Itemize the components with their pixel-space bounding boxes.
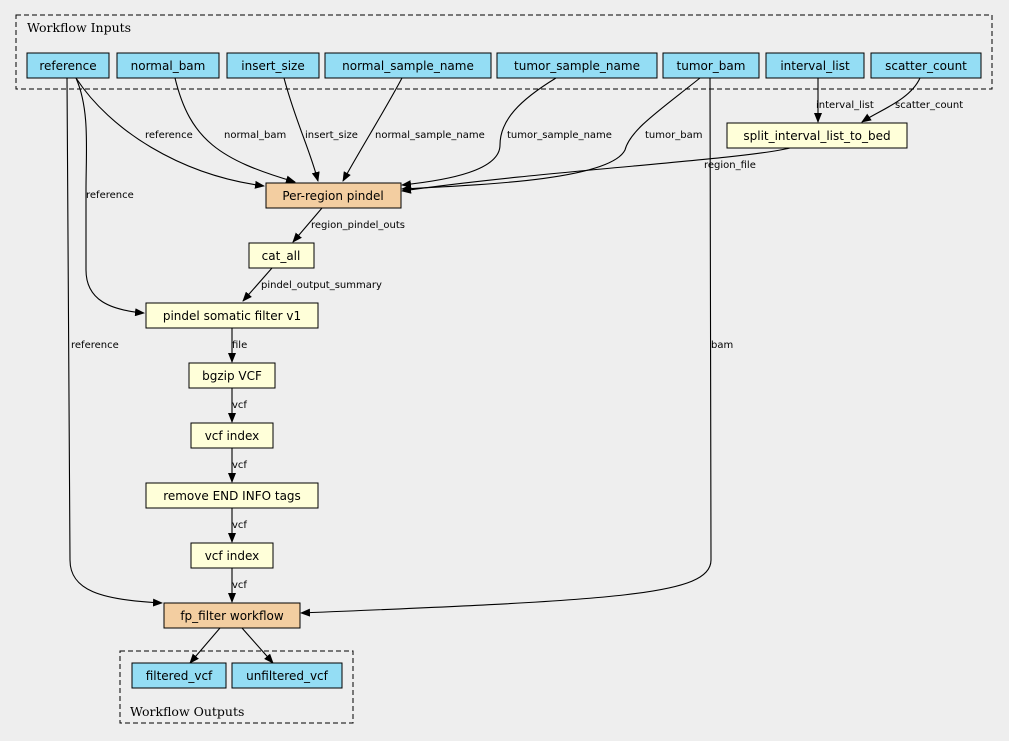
input-tumor-bam-label: tumor_bam [677,59,746,73]
edge-scatter-count-to-split [861,77,921,123]
edge-label-vcf-1: vcf [232,400,247,411]
step-vcf-index-1-label: vcf index [205,429,260,443]
edge-pindel-to-cat-all [292,207,323,243]
edge-cat-all-to-somatic-filter [242,267,273,302]
edge-label-normal-sample-name: normal_sample_name [375,130,485,141]
edge-tumor-sample-name-to-pindel [401,77,557,189]
edge-label-tumor-sample-name: tumor_sample_name [507,130,612,141]
workflow-outputs-title: Workflow Outputs [130,704,244,719]
step-cat-all-label: cat_all [262,249,301,263]
input-reference[interactable]: reference [26,52,110,79]
input-interval-list[interactable]: interval_list [765,52,865,79]
edge-tumor-bam-to-fp-filter [300,77,712,617]
step-fp-filter-workflow[interactable]: fp_filter workflow [163,602,301,629]
edge-label-reference-filter: reference [86,190,134,201]
output-filtered-vcf-label: filtered_vcf [146,669,213,683]
input-insert-size-label: insert_size [241,59,304,73]
workflow-outputs-cluster: Workflow Outputs [119,650,354,724]
input-normal-sample-name-label: normal_sample_name [342,59,474,73]
input-scatter-count[interactable]: scatter_count [870,52,982,79]
step-remove-end-info-tags[interactable]: remove END INFO tags [145,482,319,509]
step-remove-end-label: remove END INFO tags [163,489,301,503]
edge-label-file: file [232,340,247,351]
edge-fp-filter-to-unfiltered-vcf [241,627,274,664]
edge-tumor-bam-to-pindel [401,77,701,193]
edge-insert-size-to-pindel [283,77,320,182]
edges: reference normal_bam insert_size normal_… [66,77,963,664]
edge-label-insert-size: insert_size [305,130,358,141]
output-filtered-vcf[interactable]: filtered_vcf [131,662,227,689]
input-insert-size[interactable]: insert_size [226,52,320,79]
step-vcf-index-2[interactable]: vcf index [190,542,274,569]
input-interval-list-label: interval_list [780,59,850,73]
step-somatic-filter-label: pindel somatic filter v1 [163,309,301,323]
output-unfiltered-vcf-label: unfiltered_vcf [246,669,329,683]
step-split-label: split_interval_list_to_bed [743,129,890,143]
edge-label-pindel-output-summary: pindel_output_summary [261,280,382,291]
edge-label-reference-fp: reference [71,340,119,351]
edge-reference-to-somatic-filter [75,77,145,317]
edge-label-normal-bam: normal_bam [224,130,286,141]
edge-reference-to-pindel [75,77,265,189]
step-vcf-index-1[interactable]: vcf index [190,422,274,449]
edge-label-scatter-count: scatter_count [895,100,963,111]
step-split-interval-list-to-bed[interactable]: split_interval_list_to_bed [726,122,908,149]
input-tumor-sample-name-label: tumor_sample_name [514,59,640,73]
edge-label-region-pindel-outs: region_pindel_outs [311,220,405,231]
step-fp-filter-label: fp_filter workflow [180,609,284,623]
edge-normal-sample-name-to-pindel [342,77,403,182]
input-scatter-count-label: scatter_count [885,59,967,73]
output-unfiltered-vcf[interactable]: unfiltered_vcf [231,662,343,689]
edge-label-bam: bam [711,340,733,351]
edge-label-tumor-bam: tumor_bam [645,130,702,141]
edge-label-vcf-2: vcf [232,460,247,471]
workflow-inputs-title: Workflow Inputs [27,20,131,35]
edge-reference-to-fp-filter [66,77,163,607]
workflow-inputs-cluster: Workflow Inputs [15,14,993,90]
input-normal-sample-name[interactable]: normal_sample_name [324,52,492,79]
input-tumor-sample-name[interactable]: tumor_sample_name [496,52,658,79]
input-reference-label: reference [39,59,96,73]
edge-label-vcf-4: vcf [232,580,247,591]
step-bgzip-vcf[interactable]: bgzip VCF [188,362,276,389]
edge-normal-bam-to-pindel [174,77,296,184]
edge-fp-filter-to-filtered-vcf [189,627,221,664]
input-normal-bam[interactable]: normal_bam [116,52,220,79]
edge-split-to-pindel [401,147,791,194]
step-pindel-label: Per-region pindel [282,189,383,203]
input-normal-bam-label: normal_bam [131,59,206,73]
step-per-region-pindel[interactable]: Per-region pindel [265,182,402,209]
step-vcf-index-2-label: vcf index [205,549,260,563]
step-pindel-somatic-filter[interactable]: pindel somatic filter v1 [145,302,319,329]
step-bgzip-label: bgzip VCF [202,369,262,383]
edge-label-interval-list: interval_list [816,100,874,111]
edge-label-region-file: region_file [704,160,756,171]
step-cat-all[interactable]: cat_all [248,242,315,269]
input-tumor-bam[interactable]: tumor_bam [662,52,760,79]
edge-label-reference: reference [145,130,193,141]
edge-label-vcf-3: vcf [232,520,247,531]
